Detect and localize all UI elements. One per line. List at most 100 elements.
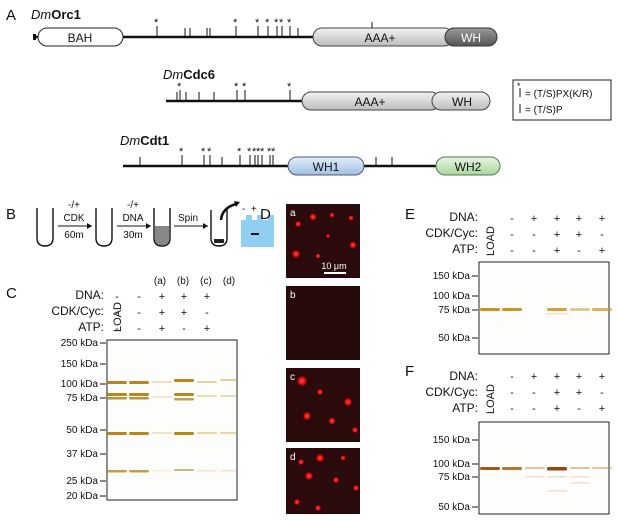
orc1-wh-domain (444, 27, 498, 47)
bands-e (480, 308, 612, 315)
row-label-cdk-c: CDK/Cyc: (51, 304, 104, 318)
c-band-load-4-1 (129, 470, 149, 473)
c-band-a-0 (152, 381, 172, 383)
svg-text:*: * (287, 17, 292, 29)
f-sign-atp-1: - (532, 403, 536, 415)
c-band-a-2 (152, 432, 172, 434)
f-marker-2: 75 kDa (438, 472, 470, 483)
f-sign-atp-4: + (599, 403, 605, 415)
c-band-c-3 (197, 470, 217, 472)
f-sign-dna-1: + (531, 371, 537, 383)
cdc6-sites (176, 90, 291, 100)
arrow-2-head (146, 223, 151, 229)
legend-star: * (517, 81, 521, 91)
condensate-dot-4 (326, 234, 330, 238)
row-label-atp-f: ATP: (452, 401, 478, 415)
e-marker-2: 75 kDa (438, 305, 470, 316)
site-legend-box (512, 79, 612, 121)
f-sign-cdk-0: - (510, 387, 514, 399)
row-label-dna-c: DNA: (75, 288, 104, 302)
lane-letters-c: (a) (b) (c) (d) (154, 276, 235, 287)
mini-gel-band (251, 233, 259, 235)
row-label-atp-e: ATP: (452, 242, 478, 256)
c-band-b-2 (174, 398, 194, 401)
svg-text:*: * (234, 81, 239, 93)
e-sign-dna-4: + (599, 213, 605, 225)
panel-label-e: E (405, 206, 415, 223)
condensate-dot-5 (349, 241, 357, 249)
cdt1-name: Cdt1 (140, 133, 169, 148)
condensate-dot-19 (353, 485, 359, 491)
condensate-dot-0 (295, 221, 301, 227)
f-sign-dna-4: + (599, 371, 605, 383)
cdc6-stars: **** (177, 81, 292, 93)
c-band-load-3-0 (107, 432, 127, 435)
c-band-a-3 (152, 470, 172, 472)
cdc6-aaa-label: AAA+ (354, 95, 385, 109)
e-sign-cdk-3: + (576, 229, 582, 241)
c-sign-dna-2: + (159, 291, 165, 303)
c-sign-dna-4: + (204, 291, 210, 303)
condensate-dot-2 (329, 212, 335, 218)
row-label-dna-e: DNA: (449, 210, 478, 224)
cdc6-prefix: Dm (163, 67, 183, 82)
row-label-dna-f: DNA: (449, 369, 478, 383)
c-marker-4: 50 kDa (66, 425, 98, 436)
orc1-title: DmOrc1 (31, 7, 81, 22)
legend-star-text: = (T/S)PX(K/R) (525, 89, 593, 100)
row-labels-e: DNA: CDK/Cyc: ATP: (425, 210, 478, 256)
gel-c (106, 339, 238, 501)
e-band-faint (545, 313, 569, 315)
condensate-dot-7 (315, 253, 321, 259)
c-band-b-3 (174, 432, 194, 435)
transfer-arrow (219, 202, 237, 221)
c-band-load-4-0 (107, 470, 127, 473)
cdt1-wh1-domain (287, 156, 365, 176)
cdt1-wh2-label: WH2 (455, 160, 482, 174)
micrograph-b (286, 286, 360, 360)
c-marker-6: 25 kDa (66, 476, 98, 487)
condensate-dot-17 (305, 472, 313, 480)
e-sign-dna-0: - (510, 213, 514, 225)
c-marker-1: 150 kDa (61, 359, 99, 370)
f-marker-0: 150 kDa (433, 435, 471, 446)
f-sign-cdk-2: + (554, 387, 560, 399)
svg-text:*: * (154, 17, 159, 29)
c-sign-cdk-4: - (205, 307, 209, 319)
c-sign-atp-1: - (137, 323, 141, 335)
svg-text:*: * (247, 146, 252, 158)
f-sign-dna-2: + (554, 371, 560, 383)
svg-text:*: * (265, 17, 270, 29)
condensate-dot-14 (298, 459, 304, 465)
c-sign-cdk-0: - (115, 307, 119, 319)
load-label-e: LOAD (485, 226, 497, 256)
c-marker-7: 20 kDa (66, 491, 98, 502)
condensate-dot-8 (297, 376, 307, 386)
panel-label-c: C (6, 285, 17, 302)
cdt1-sites (139, 155, 393, 165)
f-sign-atp-2: + (554, 403, 560, 415)
c-sign-atp-3: - (182, 323, 186, 335)
svg-text:*: * (279, 17, 284, 29)
e-sign-atp-4: + (599, 245, 605, 257)
orc1-nterm (33, 34, 36, 40)
c-marker-0: 250 kDa (61, 338, 99, 349)
orc1-sites (156, 22, 373, 36)
svg-text:*: * (201, 146, 206, 158)
f-sign-cdk-3: + (576, 387, 582, 399)
svg-text:*: * (179, 146, 184, 158)
e-band-3 (570, 308, 590, 311)
svg-text:*: * (256, 146, 261, 158)
e-sign-cdk-0: - (510, 229, 514, 241)
f-band-2 (525, 467, 545, 469)
c-band-d-1 (220, 395, 236, 397)
row-label-cdk-f: CDK/Cyc: (425, 385, 478, 399)
f-sign-dna-3: + (576, 371, 582, 383)
c-band-c-1 (197, 395, 217, 397)
condensate-dot-11 (303, 412, 311, 420)
e-band-1 (502, 308, 522, 311)
c-band-load-0-0 (107, 381, 127, 384)
f-faint-1 (547, 476, 567, 478)
